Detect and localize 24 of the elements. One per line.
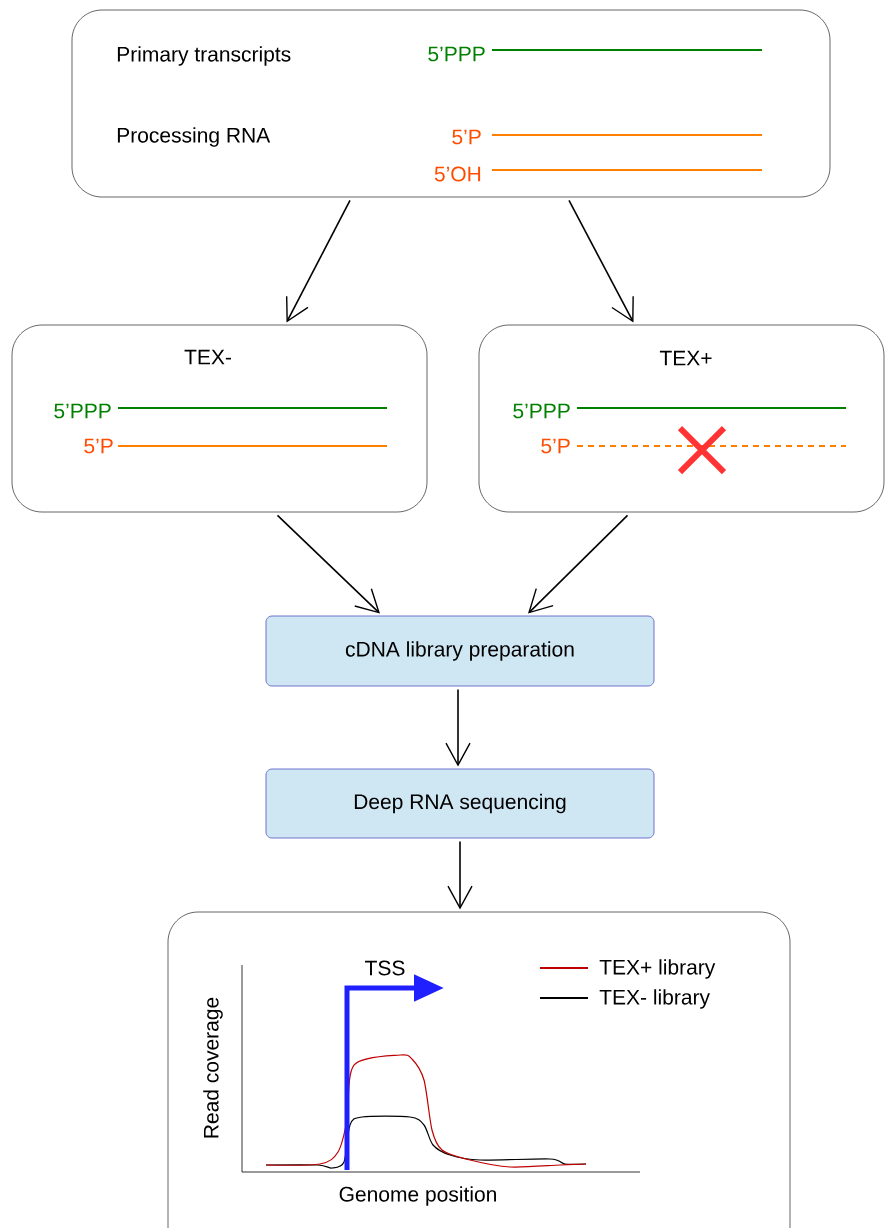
process-box: Deep RNA sequencing	[265, 768, 655, 839]
legend-label: TEX- library	[599, 989, 710, 1009]
strand-end-label: 5’PPP	[54, 403, 111, 419]
arrow	[285, 199, 351, 323]
strand-end-label: 5’P	[452, 129, 481, 145]
strand-end-label: 5’P	[541, 438, 570, 454]
legend-label: TEX+ library	[599, 959, 716, 979]
marker-label: TSS	[365, 960, 405, 976]
strand-group-label: Processing RNA	[117, 127, 271, 147]
strand-end-label: 5’P	[84, 438, 113, 454]
strand-end-label: 5’OH	[434, 166, 481, 182]
axis-title: Genome position	[339, 1186, 496, 1206]
strand-end-label: 5’PPP	[513, 403, 570, 419]
strand-group-label: Primary transcripts	[117, 46, 291, 66]
panel-title: TEX-	[184, 349, 231, 365]
arrow	[568, 199, 634, 323]
arrow	[445, 688, 471, 767]
strand-end-label: 5’PPP	[428, 46, 485, 62]
axis-title: Read coverage	[203, 997, 223, 1138]
panel-title: TEX+	[659, 350, 712, 366]
arrow	[276, 514, 380, 614]
process-box: cDNA library preparation	[265, 615, 655, 687]
arrow	[447, 840, 473, 910]
arrow	[528, 514, 629, 614]
